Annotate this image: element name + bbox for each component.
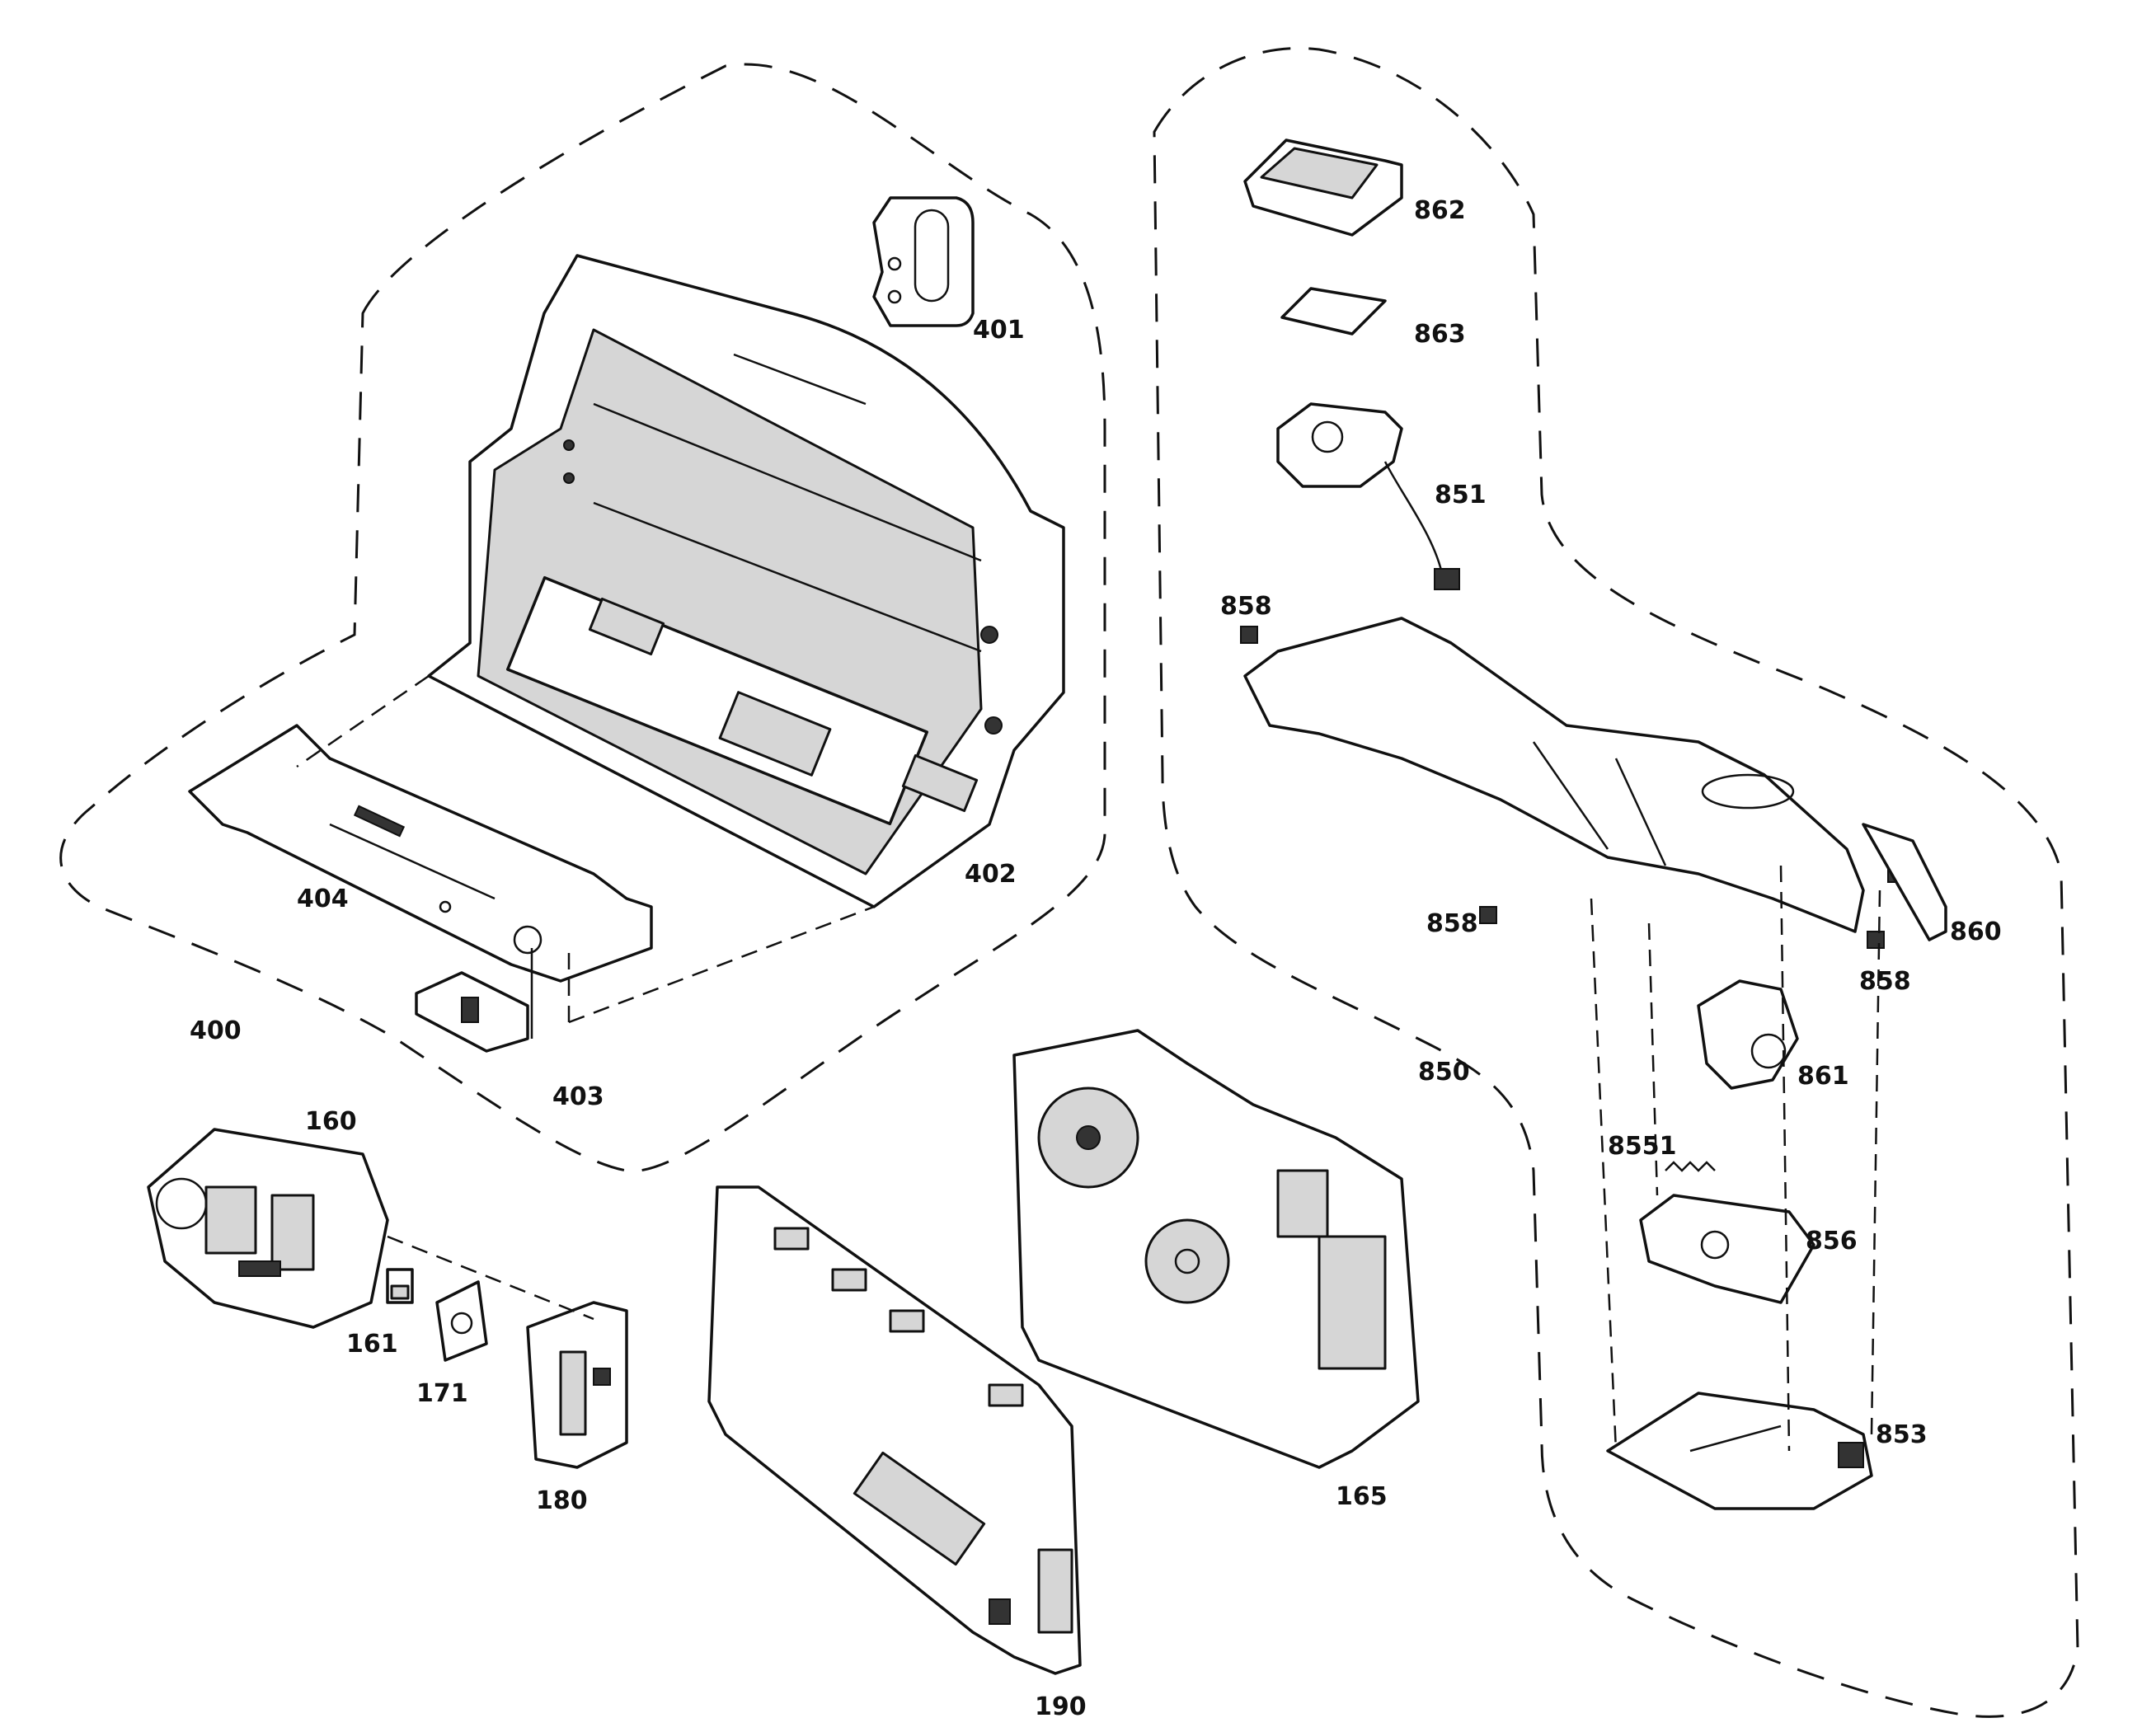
part-190-main-board (707, 1185, 1082, 1675)
label-401: 401 (973, 316, 1025, 345)
leader-850-d (1870, 889, 1881, 1435)
part-160-lens-block (147, 1128, 389, 1329)
part-851-mic (1276, 402, 1460, 590)
part-403-clip (415, 948, 533, 1053)
label-862: 862 (1414, 196, 1466, 225)
part-858-c (1867, 931, 1885, 949)
label-180: 180 (536, 1486, 588, 1515)
leader-400-b (568, 905, 875, 1024)
label-190: 190 (1035, 1692, 1087, 1721)
group-400-outline (59, 63, 1106, 1173)
label-403: 403 (552, 1082, 604, 1111)
label-400: 400 (190, 1016, 242, 1045)
label-858-b: 858 (1426, 909, 1478, 938)
part-180-board (526, 1301, 628, 1469)
label-850: 850 (1418, 1058, 1470, 1087)
part-860-top-cover (1243, 617, 1947, 941)
label-402: 402 (965, 860, 1017, 889)
label-8551: 8551 (1608, 1132, 1677, 1161)
part-401-bracket (872, 196, 975, 327)
label-858-a: 858 (1220, 592, 1272, 621)
leader-850-a (1590, 898, 1618, 1452)
label-171: 171 (416, 1379, 468, 1408)
label-853: 853 (1876, 1420, 1928, 1449)
label-404: 404 (297, 885, 349, 913)
part-404-plate (188, 724, 653, 983)
part-161-sensor (386, 1268, 414, 1304)
part-863-pad (1280, 287, 1387, 336)
part-8551-spring (1665, 1161, 1716, 1172)
part-402-frame (427, 254, 1065, 908)
label-161: 161 (346, 1330, 398, 1359)
part-862-cap (1243, 138, 1403, 237)
leader-850-b (1647, 922, 1659, 1196)
part-853-base (1606, 1392, 1873, 1510)
leader-160 (387, 1235, 594, 1321)
label-861: 861 (1797, 1062, 1849, 1091)
label-851: 851 (1435, 481, 1487, 509)
group-850-outline (1153, 47, 2079, 1718)
part-856-holder (1639, 1194, 1815, 1304)
part-165-mechanism (1012, 1029, 1420, 1469)
label-860: 860 (1950, 918, 2002, 946)
label-160: 160 (305, 1107, 357, 1136)
part-171-filter (435, 1280, 488, 1362)
part-861-switch (1697, 979, 1799, 1090)
part-858-b (1479, 906, 1497, 924)
leader-400-a (296, 674, 430, 768)
label-863: 863 (1414, 320, 1466, 349)
part-858-a (1240, 626, 1258, 644)
label-165: 165 (1336, 1482, 1388, 1511)
label-856: 856 (1806, 1227, 1858, 1256)
label-858-c: 858 (1859, 967, 1911, 996)
leader-850-c (1779, 865, 1791, 1452)
